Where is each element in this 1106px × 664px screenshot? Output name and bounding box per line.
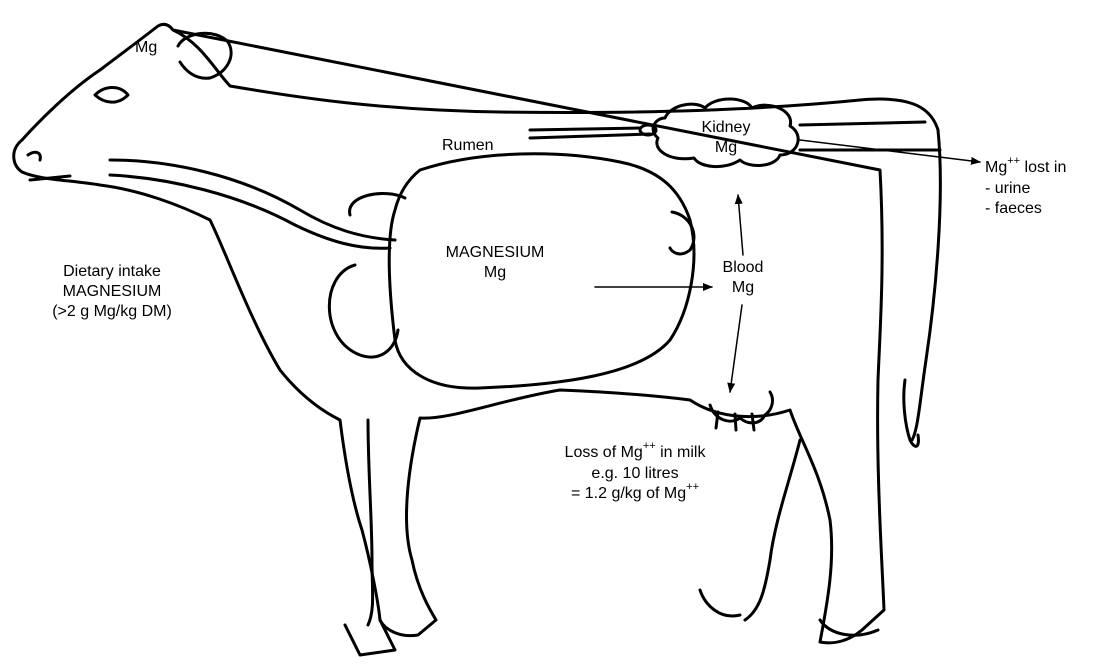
rumen-content-line1: MAGNESIUM [430,243,560,263]
milk-loss-line3: = 1.2 g/kg of Mg++ [530,484,740,505]
hoof-hind [700,590,740,616]
milk-loss-line2: e.g. 10 litres [530,464,740,484]
teat-1 [716,412,718,428]
rumen-content-line2: Mg [430,263,560,283]
hind-leg-inner [745,440,800,620]
dietary-intake-label: Dietary intake MAGNESIUM (>2 g Mg/kg DM) [22,262,202,322]
blood-label-line1: Blood [713,258,773,278]
kidney-label-line1: Kidney [686,118,766,138]
cow-outline [14,24,941,643]
tail-tip [904,380,919,446]
head-mg-label: Mg [135,38,157,58]
mg-loss-faeces: - faeces [985,199,1066,219]
dietary-intake-line2: MAGNESIUM [22,282,202,302]
arrow-blood-to-udder [730,305,742,392]
duct-lower [530,134,650,138]
milk-loss-post: in milk [656,444,706,461]
milk-loss-value: = 1.2 g/kg of Mg [571,485,686,502]
mg-loss-urine: - urine [985,179,1066,199]
oesophagus [110,160,395,240]
rumen-label: Rumen [442,136,494,156]
kidney-label-line2: Mg [686,138,766,158]
dietary-intake-line1: Dietary intake [22,262,202,282]
rumen-content-label: MAGNESIUM Mg [430,243,560,283]
milk-loss-charge: ++ [643,440,656,452]
milk-loss-value-charge: ++ [686,481,699,493]
front-leg-inner [368,420,373,625]
teat-2 [735,414,736,430]
eye [95,88,128,103]
tail [800,122,925,125]
teat-3 [752,414,754,430]
arrow-blood-to-kidney [738,195,743,255]
kidney-label: Kidney Mg [686,118,766,158]
udder [710,392,772,423]
mg-loss-suffix: lost in [1020,159,1066,176]
mg-loss-line1: Mg++ lost in [985,158,1066,179]
milk-loss-label: Loss of Mg++ in milk e.g. 10 litres = 1.… [530,443,740,505]
milk-loss-line1: Loss of Mg++ in milk [530,443,740,464]
mg-loss-label: Mg++ lost in - urine - faeces [985,158,1066,219]
duct [530,128,640,130]
milk-loss-pre: Loss of Mg [565,444,643,461]
mg-loss-mg: Mg [985,159,1007,176]
blood-label-line2: Mg [713,278,773,298]
dietary-intake-line3: (>2 g Mg/kg DM) [22,302,202,322]
nostril [28,152,40,160]
blood-label: Blood Mg [713,258,773,298]
stomach-lobe-lower [329,265,398,357]
mg-loss-charge: ++ [1007,155,1020,167]
hoof-front [345,620,395,655]
